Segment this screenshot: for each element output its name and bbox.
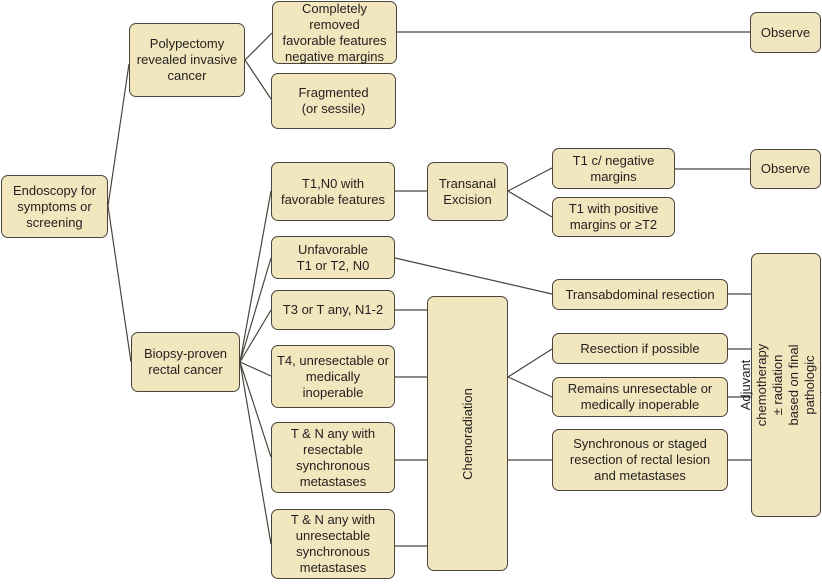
node-t1-negative: T1 c/ negative margins bbox=[552, 148, 675, 189]
node-fragmented: Fragmented (or sessile) bbox=[271, 73, 396, 129]
edge-unfavorable-transabdominal bbox=[394, 257, 553, 295]
node-observe-top: Observe bbox=[750, 12, 821, 53]
node-t3: T3 or T any, N1-2 bbox=[271, 290, 395, 330]
node-completely-removed: Completely removed favorable features ne… bbox=[272, 1, 397, 64]
edge-chemoradiation-remains bbox=[507, 376, 553, 398]
node-resection-possible: Resection if possible bbox=[552, 333, 728, 364]
edge-polypectomy-completely-removed bbox=[244, 32, 273, 61]
node-adjuvant: Adjuvant chemotherapy ± radiation based … bbox=[738, 253, 822, 517]
node-remains-unresectable: Remains unresectable or medically inoper… bbox=[552, 377, 728, 417]
edge-polypectomy-fragmented bbox=[244, 59, 272, 100]
node-transabdominal: Transabdominal resection bbox=[552, 279, 728, 310]
node-transanal: Transanal Excision bbox=[427, 162, 508, 221]
adjuvant-label: Adjuvant chemotherapy ± radiation based … bbox=[738, 343, 822, 427]
edge-biopsy-t3 bbox=[239, 309, 272, 363]
node-polypectomy: Polypectomy revealed invasive cancer bbox=[129, 23, 245, 97]
node-t4: T4, unresectable or medically inoperable bbox=[271, 345, 395, 408]
edge-biopsy-t1n0 bbox=[239, 190, 272, 363]
edge-transanal-t1-positive bbox=[507, 190, 553, 218]
edge-biopsy-t4 bbox=[239, 361, 272, 377]
node-tn-unresectable: T & N any with unresectable synchronous … bbox=[271, 509, 395, 579]
edge-endoscopy-polypectomy bbox=[107, 63, 130, 207]
edge-transanal-t1-negative bbox=[507, 167, 553, 192]
node-chemoradiation: Chemoradiation bbox=[427, 296, 508, 571]
chemoradiation-label: Chemoradiation bbox=[459, 387, 475, 480]
edge-biopsy-tn-unresectable bbox=[239, 361, 272, 545]
edge-endoscopy-biopsy bbox=[107, 205, 132, 363]
node-endoscopy: Endoscopy for symptoms or screening bbox=[1, 175, 108, 238]
node-biopsy: Biopsy-proven rectal cancer bbox=[131, 332, 240, 392]
edge-biopsy-unfavorable bbox=[239, 257, 272, 363]
edge-chemoradiation-resection bbox=[507, 348, 553, 378]
node-t1-positive: T1 with positive margins or ≥T2 bbox=[552, 197, 675, 237]
node-tn-resectable: T & N any with resectable synchronous me… bbox=[271, 422, 395, 493]
node-t1n0: T1,N0 with favorable features bbox=[271, 162, 395, 221]
node-synchronous-resection: Synchronous or staged resection of recta… bbox=[552, 429, 728, 491]
node-unfavorable: Unfavorable T1 or T2, N0 bbox=[271, 236, 395, 279]
node-observe-middle: Observe bbox=[750, 149, 821, 189]
edge-biopsy-tn-resectable bbox=[239, 361, 272, 458]
